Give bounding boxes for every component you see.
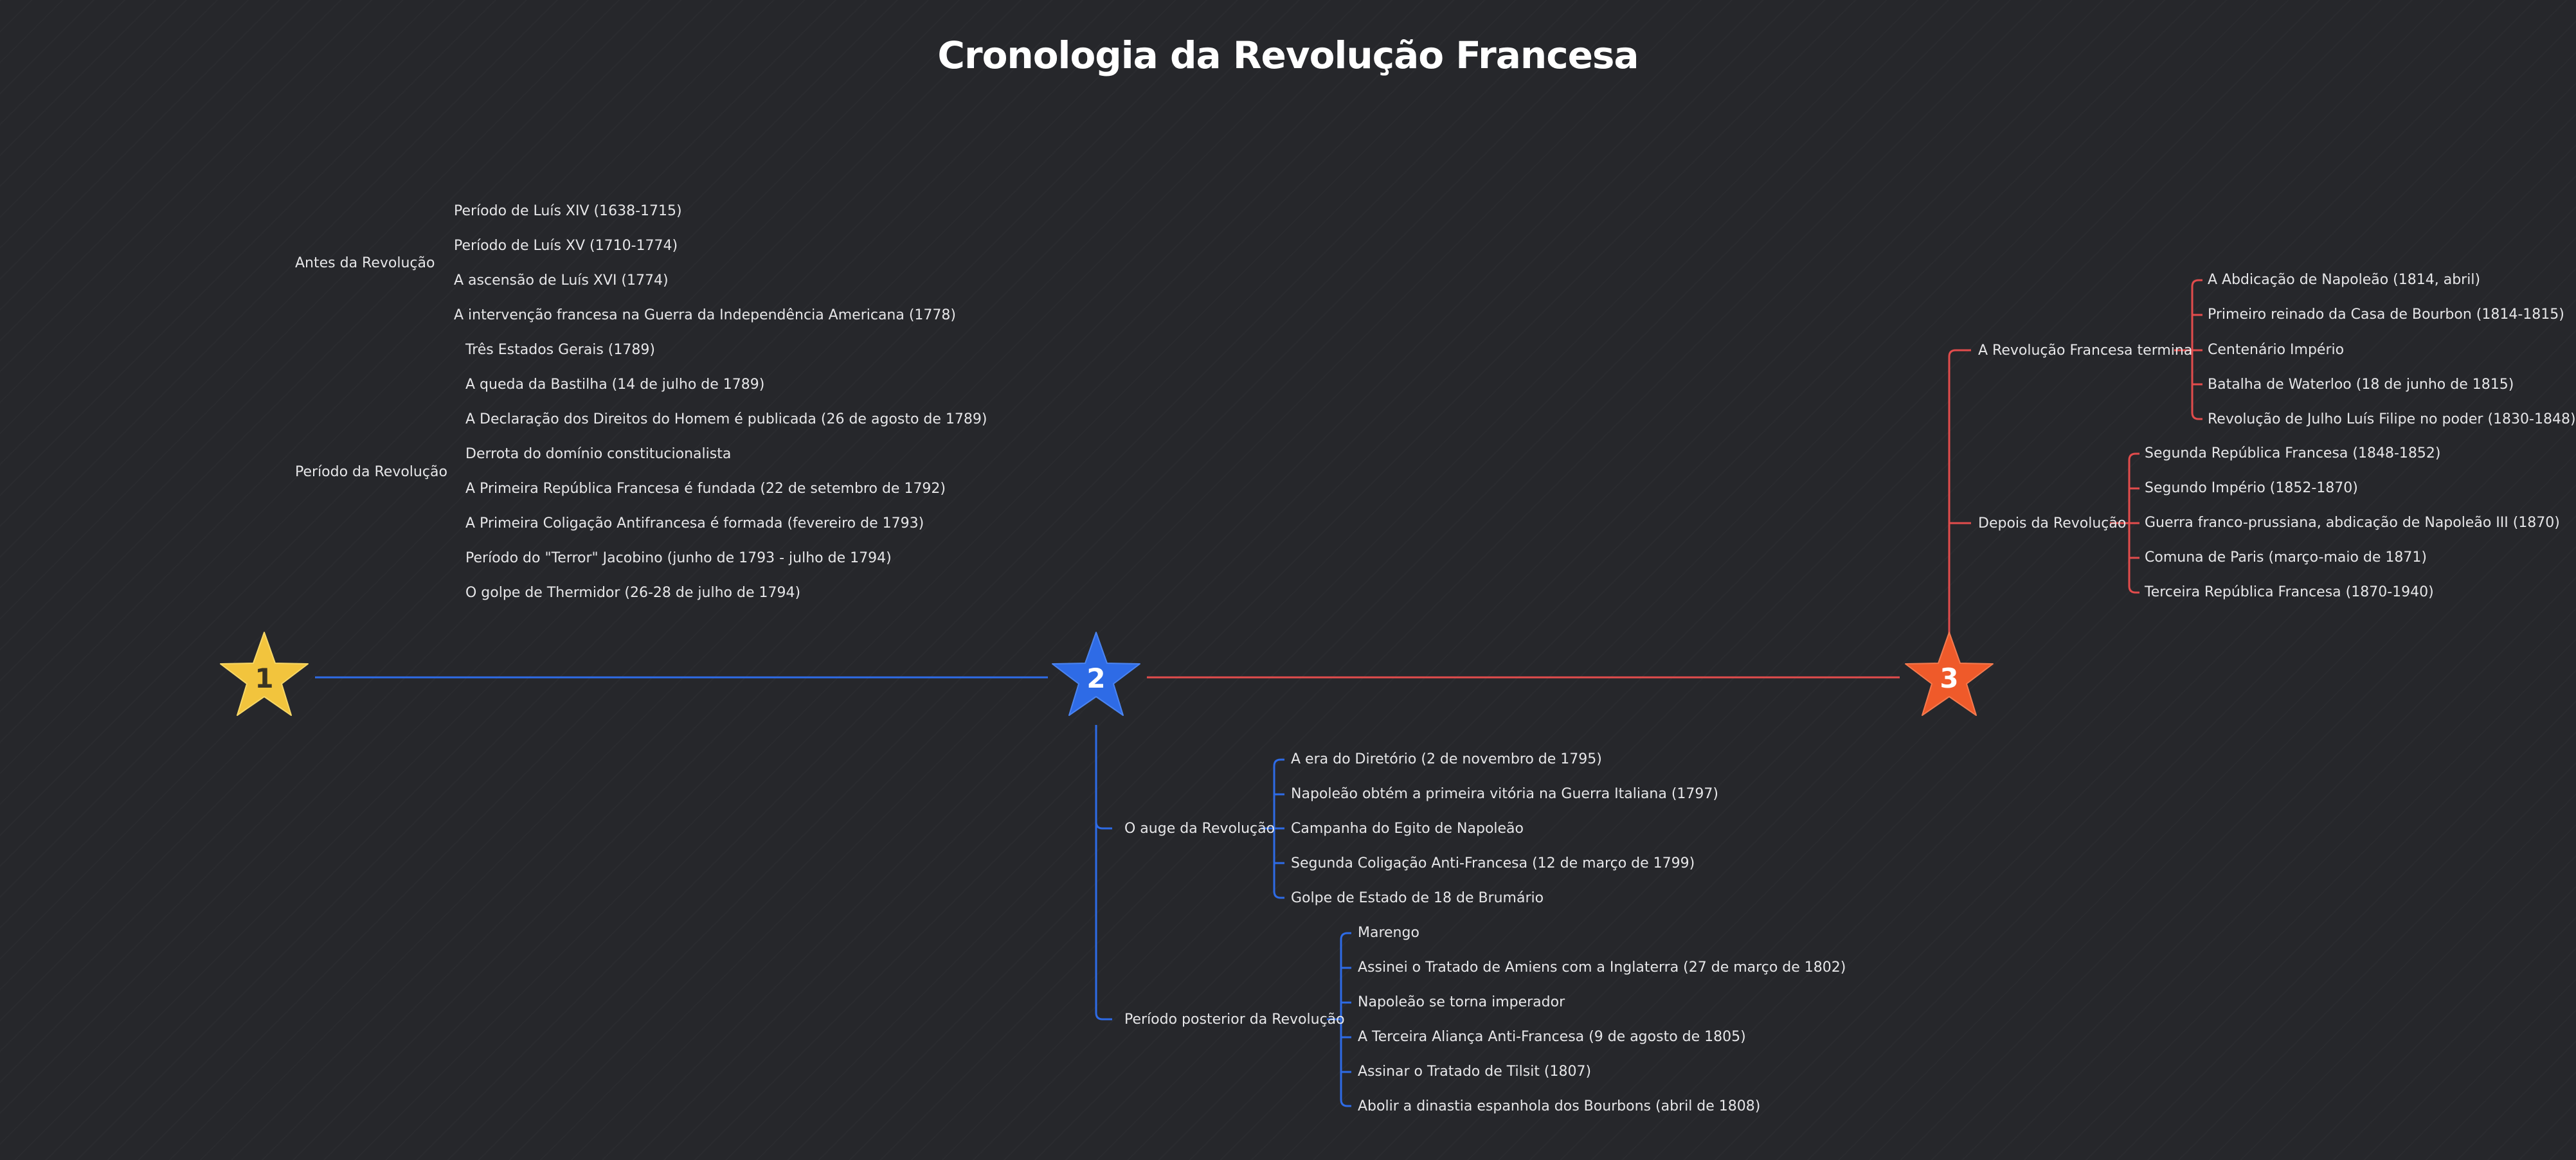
topic-item[interactable]: A Abdicação de Napoleão (1814, abril) — [2208, 272, 2481, 288]
branch-label-posterior[interactable]: Período posterior da Revolução — [1124, 1012, 1345, 1028]
topic-item[interactable]: O golpe de Thermidor (26-28 de julho de … — [465, 585, 801, 601]
topic-item[interactable]: Revolução de Julho Luís Filipe no poder … — [2208, 411, 2576, 427]
topic-item[interactable]: A Terceira Aliança Anti-Francesa (9 de a… — [1358, 1029, 1746, 1045]
topic-item[interactable]: Terceira República Francesa (1870-1940) — [2145, 584, 2434, 600]
connector-termina-items — [2174, 279, 2202, 420]
topic-item[interactable]: A era do Diretório (2 de novembro de 179… — [1291, 751, 1602, 767]
topic-item[interactable]: Segunda Coligação Anti-Francesa (12 de m… — [1291, 855, 1695, 871]
branch-label-antes[interactable]: Antes da Revolução — [295, 255, 435, 271]
topic-item[interactable]: Derrota do domínio constitucionalista — [465, 446, 732, 462]
topic-item[interactable]: Napoleão se torna imperador — [1358, 994, 1565, 1010]
topic-item[interactable]: Segundo Império (1852-1870) — [2145, 480, 2358, 496]
topic-item[interactable]: Período de Luís XV (1710-1774) — [454, 238, 678, 254]
topic-item[interactable]: A intervenção francesa na Guerra da Inde… — [454, 307, 956, 323]
connector-star2-branches — [1095, 725, 1112, 1021]
topic-item[interactable]: Assinar o Tratado de Tilsit (1807) — [1358, 1064, 1592, 1080]
page-title: Cronologia da Revolução Francesa — [937, 33, 1639, 77]
topic-item[interactable]: A Primeira Coligação Antifrancesa é form… — [465, 515, 924, 531]
topic-item[interactable]: Período de Luís XIV (1638-1715) — [454, 203, 682, 219]
topic-item[interactable]: Segunda República Francesa (1848-1852) — [2145, 445, 2441, 461]
topic-item[interactable]: A queda da Bastilha (14 de julho de 1789… — [465, 377, 765, 393]
topic-item[interactable]: Campanha do Egito de Napoleão — [1291, 821, 1524, 837]
branch-label-depois[interactable]: Depois da Revolução — [1978, 515, 2127, 531]
milestone-label: 2 — [1086, 663, 1105, 694]
milestone-label: 1 — [255, 663, 273, 694]
milestone-label: 3 — [1940, 663, 1958, 694]
branch-label-periodo[interactable]: Período da Revolução — [295, 464, 447, 480]
star-icon — [220, 632, 309, 716]
topic-item[interactable]: A ascensão de Luís XVI (1774) — [454, 272, 669, 289]
milestone-star-3[interactable]: 3 — [1901, 630, 1997, 726]
topic-item[interactable]: Golpe de Estado de 18 de Brumário — [1291, 890, 1544, 906]
topic-item[interactable]: A Primeira República Francesa é fundada … — [465, 481, 946, 497]
topic-item[interactable]: Centenário Império — [2208, 342, 2345, 358]
milestone-star-2[interactable]: 2 — [1048, 630, 1144, 726]
topic-item[interactable]: Napoleão obtém a primeira vitória na Gue… — [1291, 786, 1718, 802]
topic-item[interactable]: Período do "Terror" Jacobino (junho de 1… — [465, 550, 892, 566]
topic-item[interactable]: Marengo — [1358, 925, 1419, 941]
topic-item[interactable]: A Declaração dos Direitos do Homem é pub… — [465, 411, 987, 427]
milestone-star-1[interactable]: 1 — [216, 630, 312, 726]
branch-label-auge[interactable]: O auge da Revolução — [1124, 821, 1275, 837]
connector-posterior-items — [1327, 932, 1351, 1107]
topic-item[interactable]: Batalha de Waterloo (18 de junho de 1815… — [2208, 377, 2514, 393]
topic-item[interactable]: Assinei o Tratado de Amiens com a Inglat… — [1358, 959, 1846, 976]
topic-item[interactable]: Três Estados Gerais (1789) — [465, 342, 655, 358]
topic-item[interactable]: Guerra franco-prussiana, abdicação de Na… — [2145, 515, 2560, 531]
connector-star3-branches — [1948, 349, 1971, 634]
connector-depois-items — [2110, 452, 2139, 594]
branch-label-termina[interactable]: A Revolução Francesa termina — [1978, 343, 2193, 359]
topic-item[interactable]: Comuna de Paris (março-maio de 1871) — [2145, 549, 2427, 566]
topic-item[interactable]: Primeiro reinado da Casa de Bourbon (181… — [2208, 307, 2564, 323]
star-icon — [1052, 632, 1140, 716]
star-icon — [1905, 632, 1994, 716]
connector-auge-items — [1261, 758, 1284, 899]
topic-item[interactable]: Abolir a dinastia espanhola dos Bourbons… — [1358, 1098, 1761, 1114]
